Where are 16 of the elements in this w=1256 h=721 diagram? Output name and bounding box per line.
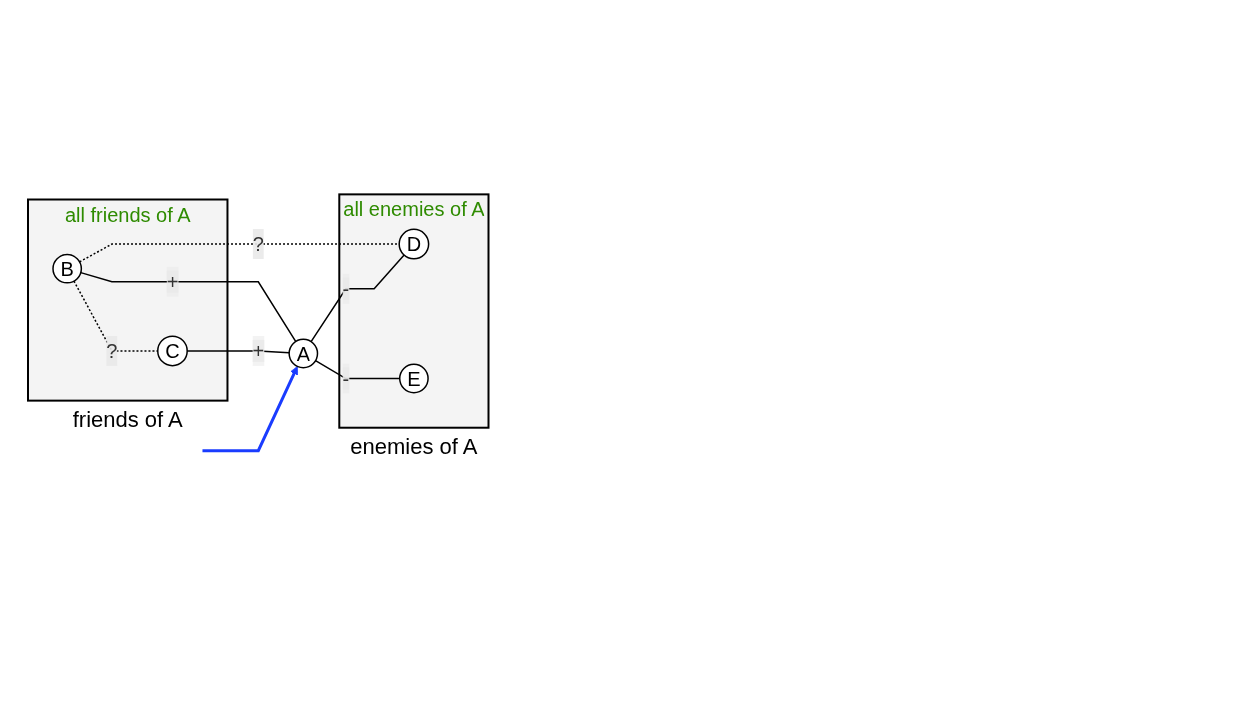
caption-text: enemies of A	[350, 433, 478, 460]
arrow	[202, 366, 299, 453]
node-circle: B	[52, 253, 83, 284]
node-circle: D	[398, 228, 430, 260]
connector	[78, 243, 400, 263]
connector	[310, 254, 405, 343]
edge-label: +	[252, 339, 265, 362]
node-circle: C	[157, 335, 188, 367]
caption-text: friends of A	[72, 406, 183, 433]
edge-label: +	[166, 270, 179, 293]
edge-label: ?	[106, 339, 118, 362]
edge-label: -	[342, 277, 350, 300]
node-circle: A	[288, 338, 319, 369]
edge-label: -	[342, 367, 350, 390]
node-circle: E	[399, 363, 429, 394]
edge-label: ?	[252, 233, 264, 256]
